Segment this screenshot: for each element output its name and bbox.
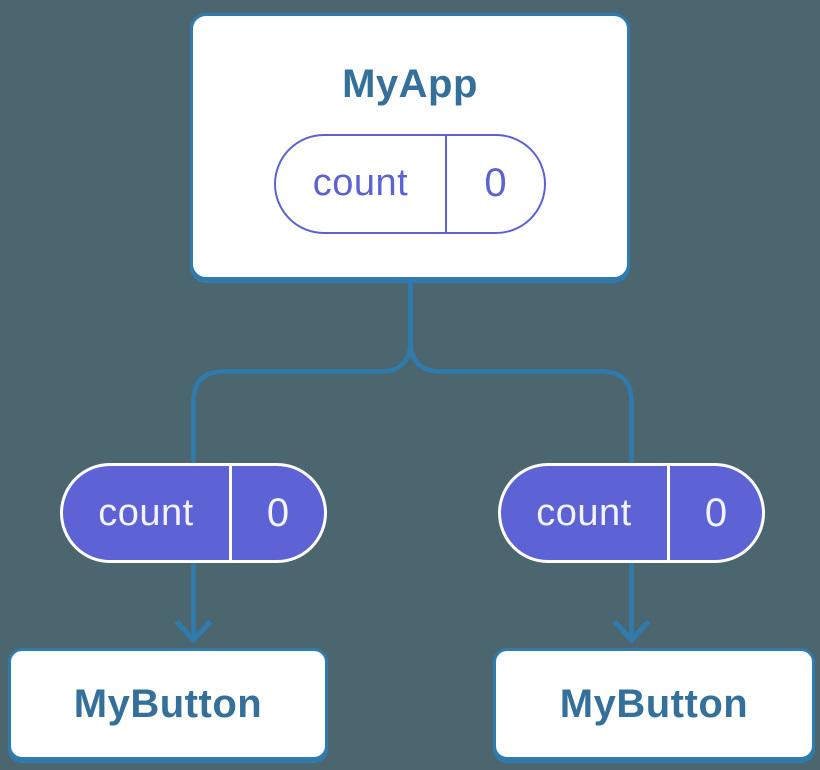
arrow-down-icon	[612, 619, 651, 644]
state-pill: count 0	[274, 133, 546, 234]
prop-pill-value-cell: 0	[232, 466, 324, 560]
prop-value: 0	[266, 490, 290, 535]
component-node-mybutton-right: MyButton	[493, 648, 815, 760]
prop-value: 0	[704, 490, 728, 535]
state-pill-value-cell: 0	[447, 136, 544, 232]
branch-line-left	[191, 282, 413, 464]
prop-pill-value-cell: 0	[670, 466, 762, 560]
prop-label: count	[536, 491, 632, 534]
component-node-mybutton-left: MyButton	[8, 648, 328, 760]
component-title: MyButton	[559, 682, 749, 726]
component-node-myapp: MyApp count 0	[190, 13, 630, 280]
prop-pill-right: count 0	[498, 463, 765, 563]
prop-pill-label-cell: count	[63, 466, 232, 560]
arrow-down-icon	[174, 619, 213, 644]
state-pill-label-cell: count	[276, 135, 447, 232]
branch-line-right	[408, 282, 634, 464]
state-value: 0	[484, 161, 507, 205]
prop-label: count	[98, 491, 194, 534]
component-title: MyButton	[73, 682, 263, 726]
prop-pill-left: count 0	[60, 463, 327, 563]
component-title: MyApp	[342, 61, 478, 106]
prop-pill-label-cell: count	[501, 466, 670, 560]
state-label: count	[312, 162, 409, 204]
